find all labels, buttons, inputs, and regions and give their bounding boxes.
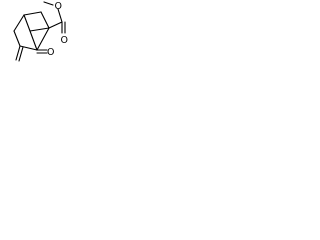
bicyclic-skeleton (13, 11, 50, 51)
bond-c1-bridge (23, 14, 31, 32)
bond-methylidene-b (18, 46, 24, 62)
bond-c2-c3 (40, 11, 50, 29)
structure-canvas: O O O (0, 0, 78, 78)
bond-oxygen-to-methyl (43, 1, 54, 6)
bond-bridge-c4 (29, 27, 50, 32)
bond-c4-ester-carbon (48, 21, 63, 29)
ester-carbonyl-oxygen-label: O (61, 35, 68, 46)
molecule-drawing: O O O (13, 1, 68, 62)
bond-c1-c7 (13, 14, 25, 32)
bond-c1-c2 (23, 11, 42, 16)
methylidene-group (15, 45, 24, 62)
bond-bridge-c5 (29, 30, 38, 51)
ketone-group: O (36, 47, 54, 58)
ketone-oxygen-label: O (47, 47, 54, 58)
ester-oxygen-label: O (55, 1, 62, 12)
bond-ester-to-oxygen (57, 8, 63, 23)
bond-c7-c6 (13, 30, 21, 47)
ester-group: O O (43, 1, 68, 46)
bond-methylidene-a (15, 45, 21, 61)
bond-c5-c4 (36, 27, 50, 51)
